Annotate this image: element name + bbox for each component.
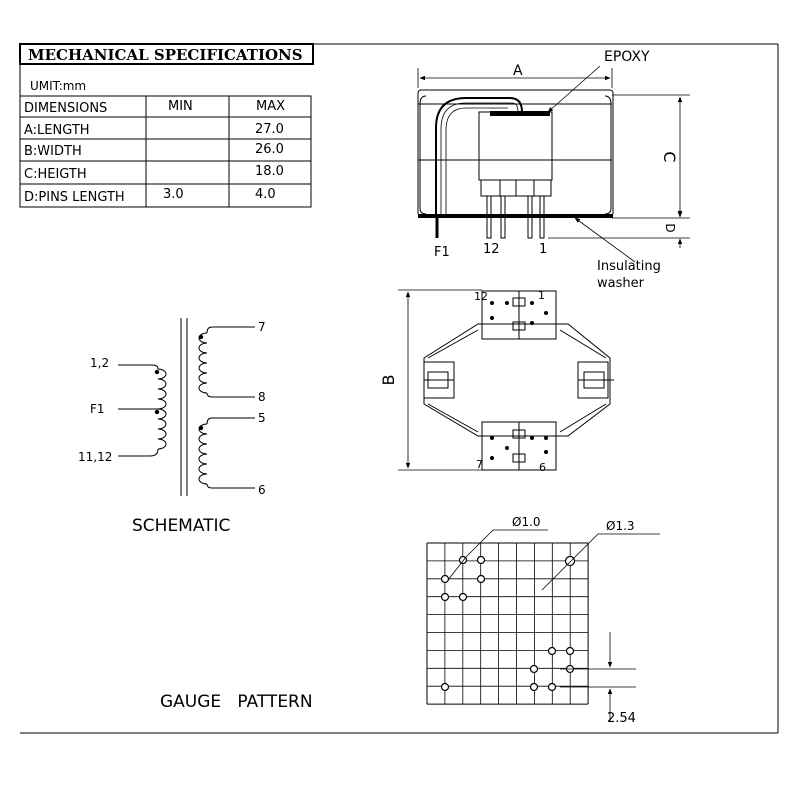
gauge-pitch-label: 2.54 xyxy=(607,711,636,726)
row-height-label: C:HEIGTH xyxy=(24,167,87,182)
gauge-hole xyxy=(440,682,450,692)
spec-title-box xyxy=(19,43,314,65)
gauge-hole xyxy=(547,682,557,692)
top-pin-12-label: 12 xyxy=(474,290,488,303)
epoxy-label: EPOXY xyxy=(604,49,650,65)
header-dimensions: DIMENSIONS xyxy=(24,101,107,116)
gauge-hole-large-label: Ø1.3 xyxy=(606,519,635,533)
gauge-hole xyxy=(458,592,468,602)
schematic: 1,2 F1 11,12 7 8 5 6 SCHEMATIC xyxy=(78,318,266,536)
row-length-label: A:LENGTH xyxy=(24,123,90,138)
insulating-washer xyxy=(418,214,613,218)
schem-pin-7: 7 xyxy=(258,320,266,334)
dim-d-label: D xyxy=(663,223,677,232)
primary-coil-lower xyxy=(157,408,167,450)
gauge-hole xyxy=(476,574,486,584)
gauge-hole xyxy=(476,555,486,565)
row-pins-min: 3.0 xyxy=(163,187,184,202)
schem-pin-8: 8 xyxy=(258,390,266,404)
secondary-coil-upper xyxy=(198,332,208,394)
secondary-coil-lower xyxy=(198,423,208,485)
schem-pin-1-2: 1,2 xyxy=(90,356,109,370)
schem-pin-5: 5 xyxy=(258,411,266,425)
pin-1-label: 1 xyxy=(539,242,547,257)
pin-f1-label: F1 xyxy=(434,245,450,260)
gauge-grid xyxy=(426,542,589,705)
top-pin-1-label: 1 xyxy=(538,289,545,302)
spec-table: MECHANICAL SPECIFICATIONS UMIT:mm DIMENS… xyxy=(19,43,314,208)
primary-coil-upper xyxy=(157,368,167,410)
washer-label-line2: washer xyxy=(597,276,645,291)
schem-pin-11-12: 11,12 xyxy=(78,450,112,464)
row-length-max: 27.0 xyxy=(255,122,284,137)
pin-1 xyxy=(539,195,545,239)
gauge-hole xyxy=(440,574,450,584)
gauge-hole xyxy=(565,646,575,656)
gauge-hole xyxy=(547,646,557,656)
epoxy-blob xyxy=(490,111,550,116)
gauge-hole xyxy=(529,682,539,692)
row-width-label: B:WIDTH xyxy=(24,144,82,159)
bottom-pin-6-label: 6 xyxy=(539,461,546,474)
pin-12-label: 12 xyxy=(483,242,500,257)
sheet-frame xyxy=(19,43,779,734)
gauge-hole-small-label: Ø1.0 xyxy=(512,515,541,529)
bottom-pin-7-label: 7 xyxy=(476,458,483,471)
gauge-hole xyxy=(440,592,450,602)
bottom-left-pin-block xyxy=(481,421,520,471)
row-pins-max: 4.0 xyxy=(255,187,276,202)
schem-pin-6: 6 xyxy=(258,483,266,497)
dim-a-label: A xyxy=(513,63,523,79)
gauge-hole-large xyxy=(564,555,576,567)
row-width-max: 26.0 xyxy=(255,142,284,157)
schematic-caption: SCHEMATIC xyxy=(132,516,230,536)
schem-pin-f1: F1 xyxy=(90,402,105,416)
header-min: MIN xyxy=(168,99,193,114)
gauge-hole xyxy=(529,664,539,674)
gauge-caption: GAUGE PATTERN xyxy=(160,692,313,712)
bobbin xyxy=(478,111,553,181)
pin-12 xyxy=(486,195,492,239)
dim-b-label: B xyxy=(379,375,398,386)
row-pins-label: D:PINS LENGTH xyxy=(24,190,125,205)
row-height-max: 18.0 xyxy=(255,164,284,179)
spec-unit: UMIT:mm xyxy=(30,79,86,93)
header-max: MAX xyxy=(256,99,285,114)
gauge-pattern: Ø1.0 Ø1.3 2.54 GAUGE PATTERN xyxy=(160,515,660,726)
top-view: B 12 1 7 xyxy=(379,289,614,474)
side-view: A F1 12 1 EPOXY C xyxy=(417,49,690,291)
bottom-right-pin-block xyxy=(518,421,557,471)
washer-label-line1: Insulating xyxy=(597,259,661,274)
spec-title: MECHANICAL SPECIFICATIONS xyxy=(28,46,303,64)
dim-c-label: C xyxy=(660,151,679,162)
